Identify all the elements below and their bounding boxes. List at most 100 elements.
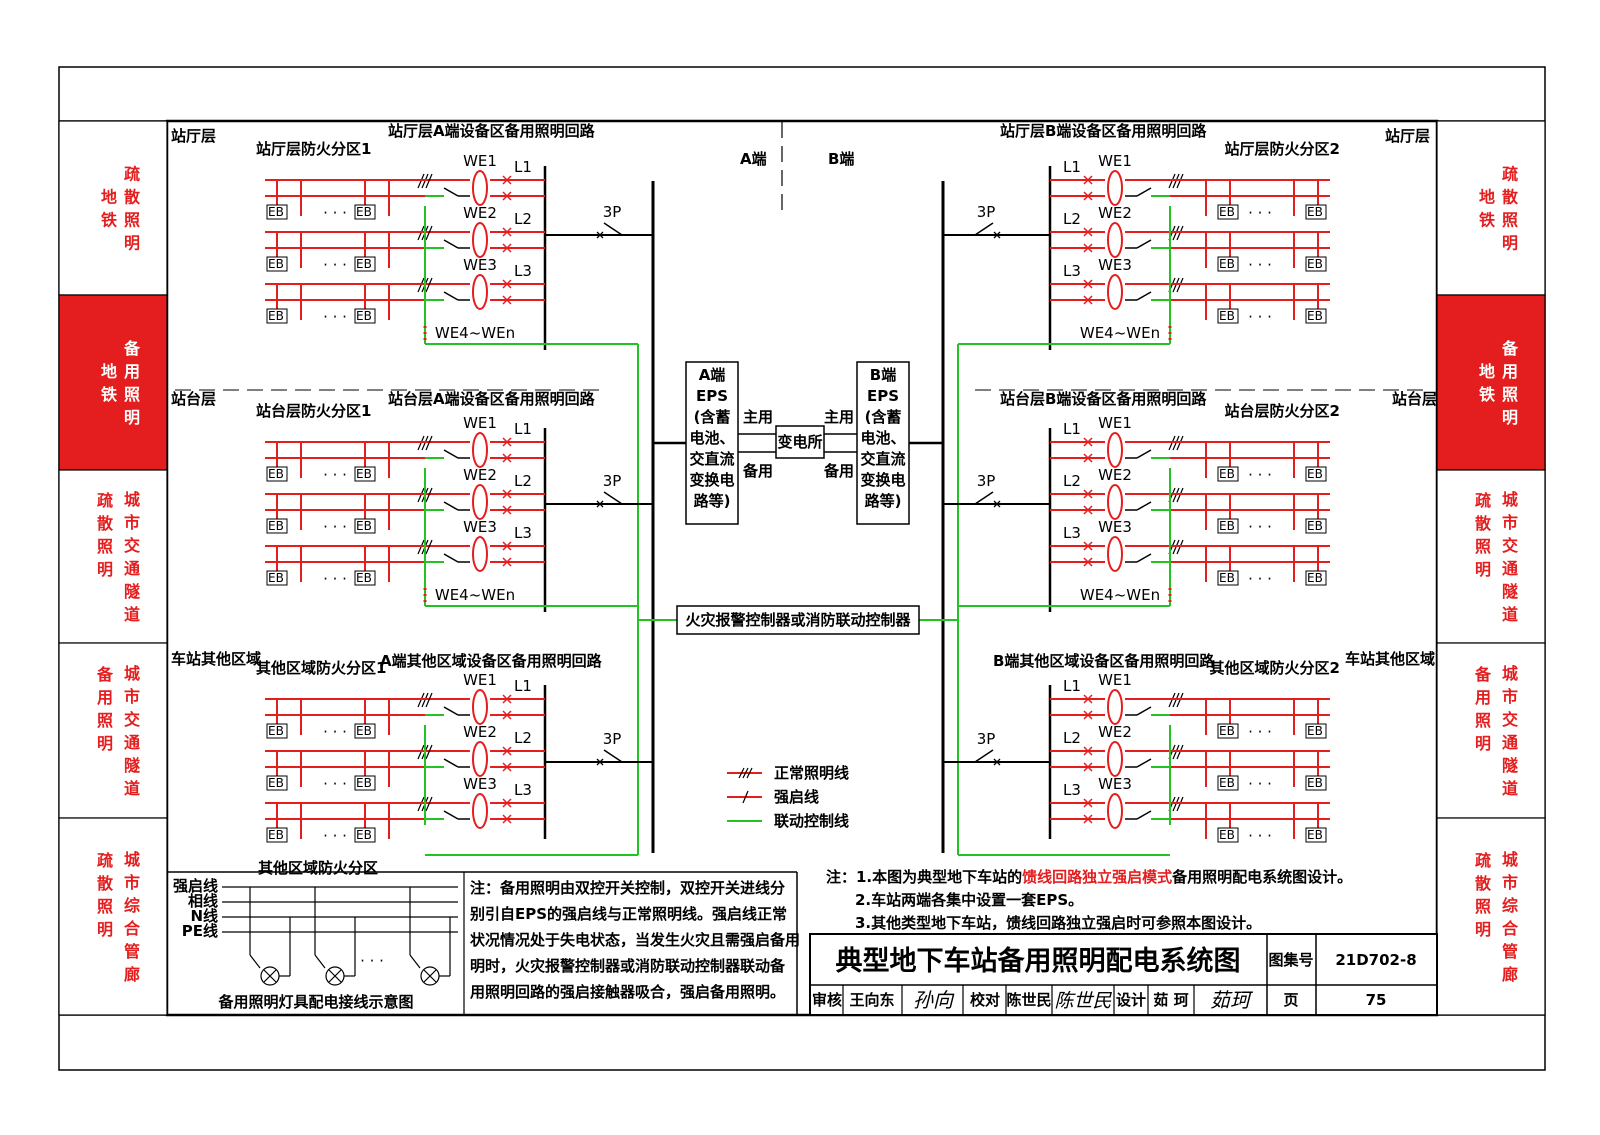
- ct-ellipse: [1107, 689, 1123, 725]
- end-label-b: B端: [828, 150, 854, 168]
- feeder-range-label: WE4~WEn: [435, 586, 515, 604]
- side-tab-char: 道: [1502, 605, 1518, 624]
- eb-label: EB: [356, 519, 372, 533]
- phase-label: L2: [514, 729, 532, 747]
- eb-luminaire: [1217, 570, 1239, 586]
- side-tab-char: 疏: [1475, 491, 1491, 510]
- side-tab-left-2[interactable]: [58, 294, 168, 471]
- side-tab-char: 照: [97, 711, 113, 730]
- circuit-title-plat-a: 站台层A端设备区备用照明回路: [388, 390, 596, 408]
- switch-blade: [443, 553, 459, 563]
- side-tab-char: 综: [1502, 896, 1518, 915]
- switch-blade: [1136, 810, 1152, 820]
- eb-label: EB: [268, 519, 284, 533]
- side-tab-char: 明: [124, 234, 140, 253]
- circuit-title-hall-a: 站厅层A端设备区备用照明回路: [388, 122, 596, 140]
- reviewer-name: 王向东: [849, 991, 894, 1009]
- side-tab-char: 照: [124, 211, 140, 230]
- phase-label: L1: [1063, 158, 1081, 176]
- fire-controller-label: 火灾报警控制器或消防联动控制器: [685, 611, 911, 629]
- feeder-label: WE1: [463, 152, 497, 170]
- eb-luminaire: [1305, 466, 1327, 482]
- eb-luminaire: [266, 827, 288, 843]
- side-tab-char: 廊: [1502, 965, 1518, 984]
- eb-luminaire: [354, 256, 376, 272]
- switch-blade: [1136, 187, 1152, 197]
- switch-blade: [443, 810, 459, 820]
- side-tab-right-5[interactable]: [1436, 817, 1546, 1016]
- switch-3p-label: 3P: [603, 730, 622, 748]
- side-tab-char: 铁: [101, 385, 117, 404]
- eps-label: 电池、: [689, 429, 734, 447]
- eb-luminaire: [266, 256, 288, 272]
- circuit-title-other-a: A端其他区域设备区备用照明回路: [380, 652, 603, 670]
- eps-label: EPS: [696, 387, 728, 405]
- side-tab-char: 城: [124, 490, 140, 509]
- feeder-range-label: WE4~WEn: [435, 324, 515, 342]
- eb-label: EB: [1307, 205, 1323, 219]
- feeder-label: WE1: [1098, 671, 1132, 689]
- ellipsis-dots: · · ·: [323, 775, 347, 793]
- eb-label: EB: [1219, 467, 1235, 481]
- phase-label: L3: [514, 524, 532, 542]
- eb-label: EB: [356, 309, 372, 323]
- switch-blade: [1136, 449, 1152, 459]
- side-tab-left-3[interactable]: [58, 469, 168, 644]
- side-tab-char: 隧: [1502, 582, 1518, 601]
- switch-3p-label: 3P: [603, 203, 622, 221]
- side-tab-right-2[interactable]: [1436, 294, 1546, 471]
- eb-luminaire: [1305, 570, 1327, 586]
- side-tab-char: 交: [124, 710, 140, 729]
- side-tab-char: 地: [1479, 362, 1495, 381]
- side-tab-char: 散: [1475, 514, 1492, 533]
- level-label-platform-right: 站台层: [1392, 390, 1437, 408]
- feeder-label: WE1: [1098, 414, 1132, 432]
- eb-label: EB: [1219, 519, 1235, 533]
- eb-luminaire: [1217, 723, 1239, 739]
- feeder-label: WE2: [463, 466, 497, 484]
- side-tab-left-5[interactable]: [58, 817, 168, 1016]
- side-tab-char: 市: [1502, 687, 1518, 706]
- eb-luminaire: [1305, 256, 1327, 272]
- eb-luminaire: [1305, 723, 1327, 739]
- backup-label-b: 备用: [823, 462, 854, 480]
- feeder-range-label: WE4~WEn: [1080, 586, 1160, 604]
- side-tab-char: 散: [124, 188, 141, 207]
- eb-label: EB: [268, 467, 284, 481]
- ct-ellipse: [472, 274, 488, 310]
- review-label: 审核: [812, 991, 842, 1009]
- lamp-switch: [249, 954, 261, 969]
- wire-label: PE线: [182, 922, 218, 940]
- side-tab-left-4[interactable]: [58, 642, 168, 819]
- feeder-label: WE2: [1098, 204, 1132, 222]
- feeder-3p-mark: [596, 500, 604, 508]
- side-tab-char: 照: [1475, 711, 1491, 730]
- ct-ellipse: [472, 222, 488, 258]
- eb-luminaire: [354, 204, 376, 220]
- feeder-3p-mark: [993, 758, 1001, 766]
- legend-mark: [742, 790, 749, 804]
- page-number: 75: [1366, 991, 1387, 1009]
- side-tab-char: 用: [1475, 688, 1491, 707]
- eps-label: 路等): [694, 492, 731, 510]
- fire-zone-label: 站厅层防火分区1: [256, 140, 371, 158]
- side-tab-char: 城: [124, 850, 140, 869]
- side-tab-right-1[interactable]: [1436, 120, 1546, 296]
- ct-ellipse: [472, 689, 488, 725]
- switch-3p-label: 3P: [977, 472, 996, 490]
- feeder-label: WE2: [463, 204, 497, 222]
- atlas-number: 21D702-8: [1335, 951, 1416, 969]
- eb-luminaire: [354, 518, 376, 534]
- side-tab-left-1[interactable]: [58, 120, 168, 296]
- side-tab-char: 通: [1502, 559, 1518, 578]
- wire-label: 相线: [188, 892, 218, 910]
- side-tab-right-3[interactable]: [1436, 469, 1546, 644]
- feeder-3p-mark: [596, 758, 604, 766]
- note-2: 2.车站两端各集中设置一套EPS。: [855, 891, 1083, 909]
- side-tab-char: 交: [1502, 710, 1518, 729]
- side-tab-char: 用: [124, 362, 140, 381]
